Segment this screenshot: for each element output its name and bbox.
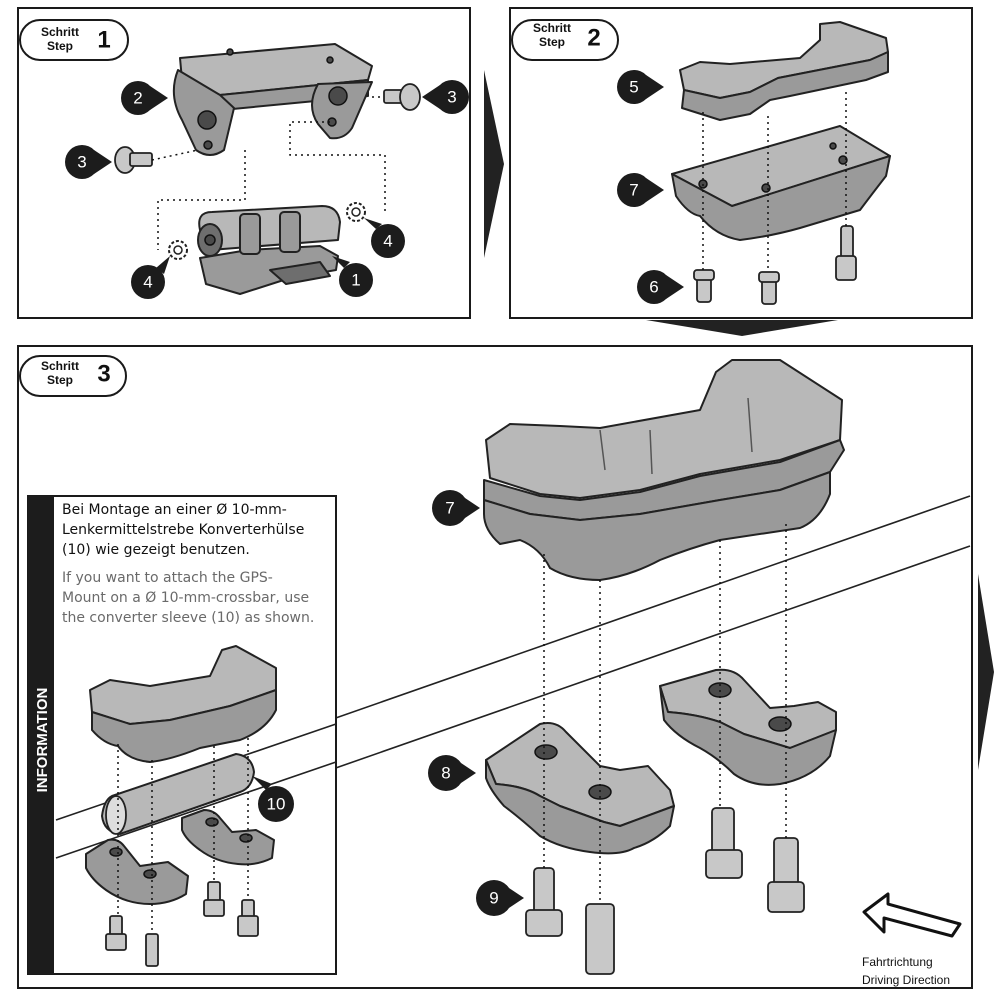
step-1-label-de: Schritt <box>41 25 79 39</box>
svg-text:1: 1 <box>351 271 360 290</box>
screws-part-6 <box>693 225 857 305</box>
hinge-base-part-1 <box>197 205 341 295</box>
info-de-line-3: (10) wie gezeigt benutzen. <box>62 542 250 558</box>
washer-part-4-left <box>168 240 188 260</box>
callout-6: 6 <box>637 270 684 304</box>
callout-7-step3: 7 <box>432 490 480 526</box>
callout-3-left: 3 <box>65 145 112 179</box>
screws-part-9 <box>525 807 805 975</box>
assembly-lines-step-3 <box>543 524 787 904</box>
info-de-line-1: Bei Montage an einer Ø 10-mm- <box>62 502 287 518</box>
arrow-down-step-2 <box>646 320 838 336</box>
step-badge-2: Schritt Step 2 <box>511 19 619 61</box>
step-2-number: 2 <box>587 25 600 52</box>
svg-text:7: 7 <box>445 499 454 518</box>
svg-text:10: 10 <box>267 795 286 814</box>
info-en-line-2: Mount on a Ø 10-mm-crossbar, use <box>62 590 309 606</box>
step-2-label-de: Schritt <box>533 21 571 35</box>
callout-4-left: 4 <box>131 256 170 299</box>
clamp-half-part-8-back <box>659 668 837 786</box>
direction-label-de: Fahrtrichtung <box>862 955 933 969</box>
direction-label-en: Driving Direction <box>862 973 950 987</box>
svg-text:9: 9 <box>489 889 498 908</box>
clamp-half-part-8-front <box>485 722 675 855</box>
svg-text:8: 8 <box>441 764 450 783</box>
information-side-label: INFORMATION <box>34 688 51 793</box>
bracket-part-2 <box>172 43 373 156</box>
info-de-line-2: Lenkermittelstrebe Konverterhülse <box>62 522 304 538</box>
svg-text:4: 4 <box>143 273 152 292</box>
screw-part-3-right <box>383 83 421 111</box>
callout-9: 9 <box>476 880 524 916</box>
step-1-label-en: Step <box>47 39 73 53</box>
svg-text:4: 4 <box>383 232 392 251</box>
callout-2: 2 <box>121 81 168 115</box>
svg-text:3: 3 <box>77 153 86 172</box>
step-3-label-de: Schritt <box>41 359 79 373</box>
step-3-label-en: Step <box>47 373 73 387</box>
screw-part-3-left <box>114 146 153 174</box>
step-badge-1: Schritt Step 1 <box>19 19 129 61</box>
info-en-line-1: If you want to attach the GPS- <box>62 570 273 586</box>
callout-3-right: 3 <box>422 80 469 114</box>
svg-text:2: 2 <box>133 89 142 108</box>
callout-10: 10 <box>252 776 294 822</box>
step-1-number: 1 <box>97 27 110 54</box>
driving-direction-indicator: Fahrtrichtung Driving Direction <box>862 892 962 987</box>
info-en-line-3: the converter sleeve (10) as shown. <box>62 610 314 626</box>
svg-text:6: 6 <box>649 278 658 297</box>
step-3-number: 3 <box>97 361 110 388</box>
arrow-right-step-1 <box>484 70 504 258</box>
clamp-assembly-part-7 <box>483 359 845 581</box>
assembly-lines-step-1 <box>151 96 386 250</box>
driving-direction-arrow-icon <box>862 892 962 938</box>
svg-text:7: 7 <box>629 181 638 200</box>
svg-text:3: 3 <box>447 88 456 107</box>
washer-part-4-right <box>346 202 366 222</box>
clamp-top-part-5 <box>679 21 889 121</box>
callout-5: 5 <box>617 70 664 104</box>
callout-1: 1 <box>332 256 373 297</box>
callout-4-right: 4 <box>364 218 405 258</box>
svg-text:5: 5 <box>629 78 638 97</box>
step-2-label-en: Step <box>539 35 565 49</box>
assembly-lines-step-2 <box>702 92 847 272</box>
crossbar-lines <box>329 495 971 771</box>
clamp-lower-part-7 <box>671 125 891 241</box>
information-box: INFORMATION Bei Montage an einer Ø 10-mm… <box>27 495 337 975</box>
arrow-right-step-3 <box>978 574 994 770</box>
callout-8: 8 <box>428 755 476 791</box>
step-badge-3: Schritt Step 3 <box>19 355 127 397</box>
callout-7-step2: 7 <box>617 173 664 207</box>
